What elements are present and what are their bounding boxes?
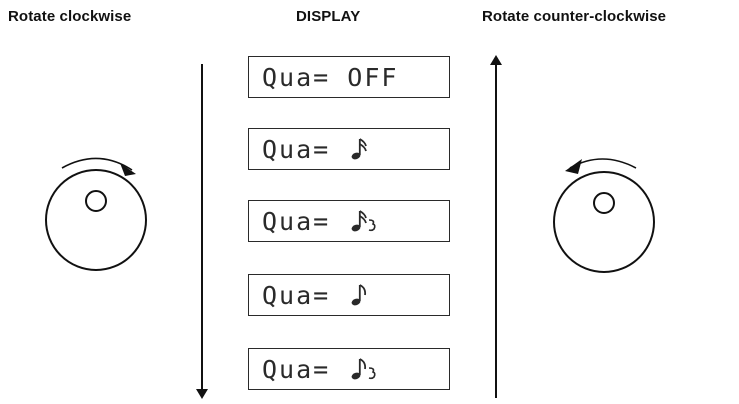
lcd-display-row: Qua= <box>248 200 450 242</box>
lcd-text: Qua= <box>262 207 330 237</box>
lcd-text: Qua= <box>262 135 330 165</box>
eighth-note-triplet-icon <box>351 358 376 380</box>
lcd-prefix: Qua= <box>262 63 331 92</box>
dial-indicator-icon <box>85 190 107 212</box>
lcd-text: Qua= OFF <box>262 63 398 93</box>
dial-indicator-icon <box>593 192 615 214</box>
lcd-prefix: Qua= <box>262 135 331 164</box>
heading-rotate-clockwise: Rotate clockwise <box>8 8 132 25</box>
lcd-prefix: Qua= <box>262 207 331 236</box>
counter-clockwise-arrowhead-icon <box>565 159 582 174</box>
lcd-display-row: Qua= <box>248 128 450 170</box>
lcd-display-row: Qua= <box>248 348 450 390</box>
lcd-prefix: Qua= <box>262 355 331 384</box>
lcd-display-row: Qua= OFF <box>248 56 450 98</box>
lcd-prefix: Qua= <box>262 281 331 310</box>
lcd-value: OFF <box>347 63 399 92</box>
lcd-text: Qua= <box>262 355 330 385</box>
clockwise-rotation-arrow-icon <box>61 157 133 171</box>
dial-clockwise <box>45 157 147 271</box>
eighth-note-icon <box>351 284 367 306</box>
dial-knob-icon <box>45 169 147 271</box>
sixteenth-note-triplet-icon <box>351 210 376 232</box>
clockwise-arrowhead-icon <box>120 163 136 176</box>
heading-rotate-counter-clockwise: Rotate counter-clockwise <box>482 8 667 25</box>
dial-counter-clockwise <box>553 158 655 273</box>
sixteenth-note-icon <box>351 138 367 160</box>
dial-knob-icon <box>553 171 655 273</box>
lcd-text: Qua= <box>262 281 330 311</box>
lcd-display-row: Qua= <box>248 274 450 316</box>
heading-display: DISPLAY <box>296 8 361 25</box>
